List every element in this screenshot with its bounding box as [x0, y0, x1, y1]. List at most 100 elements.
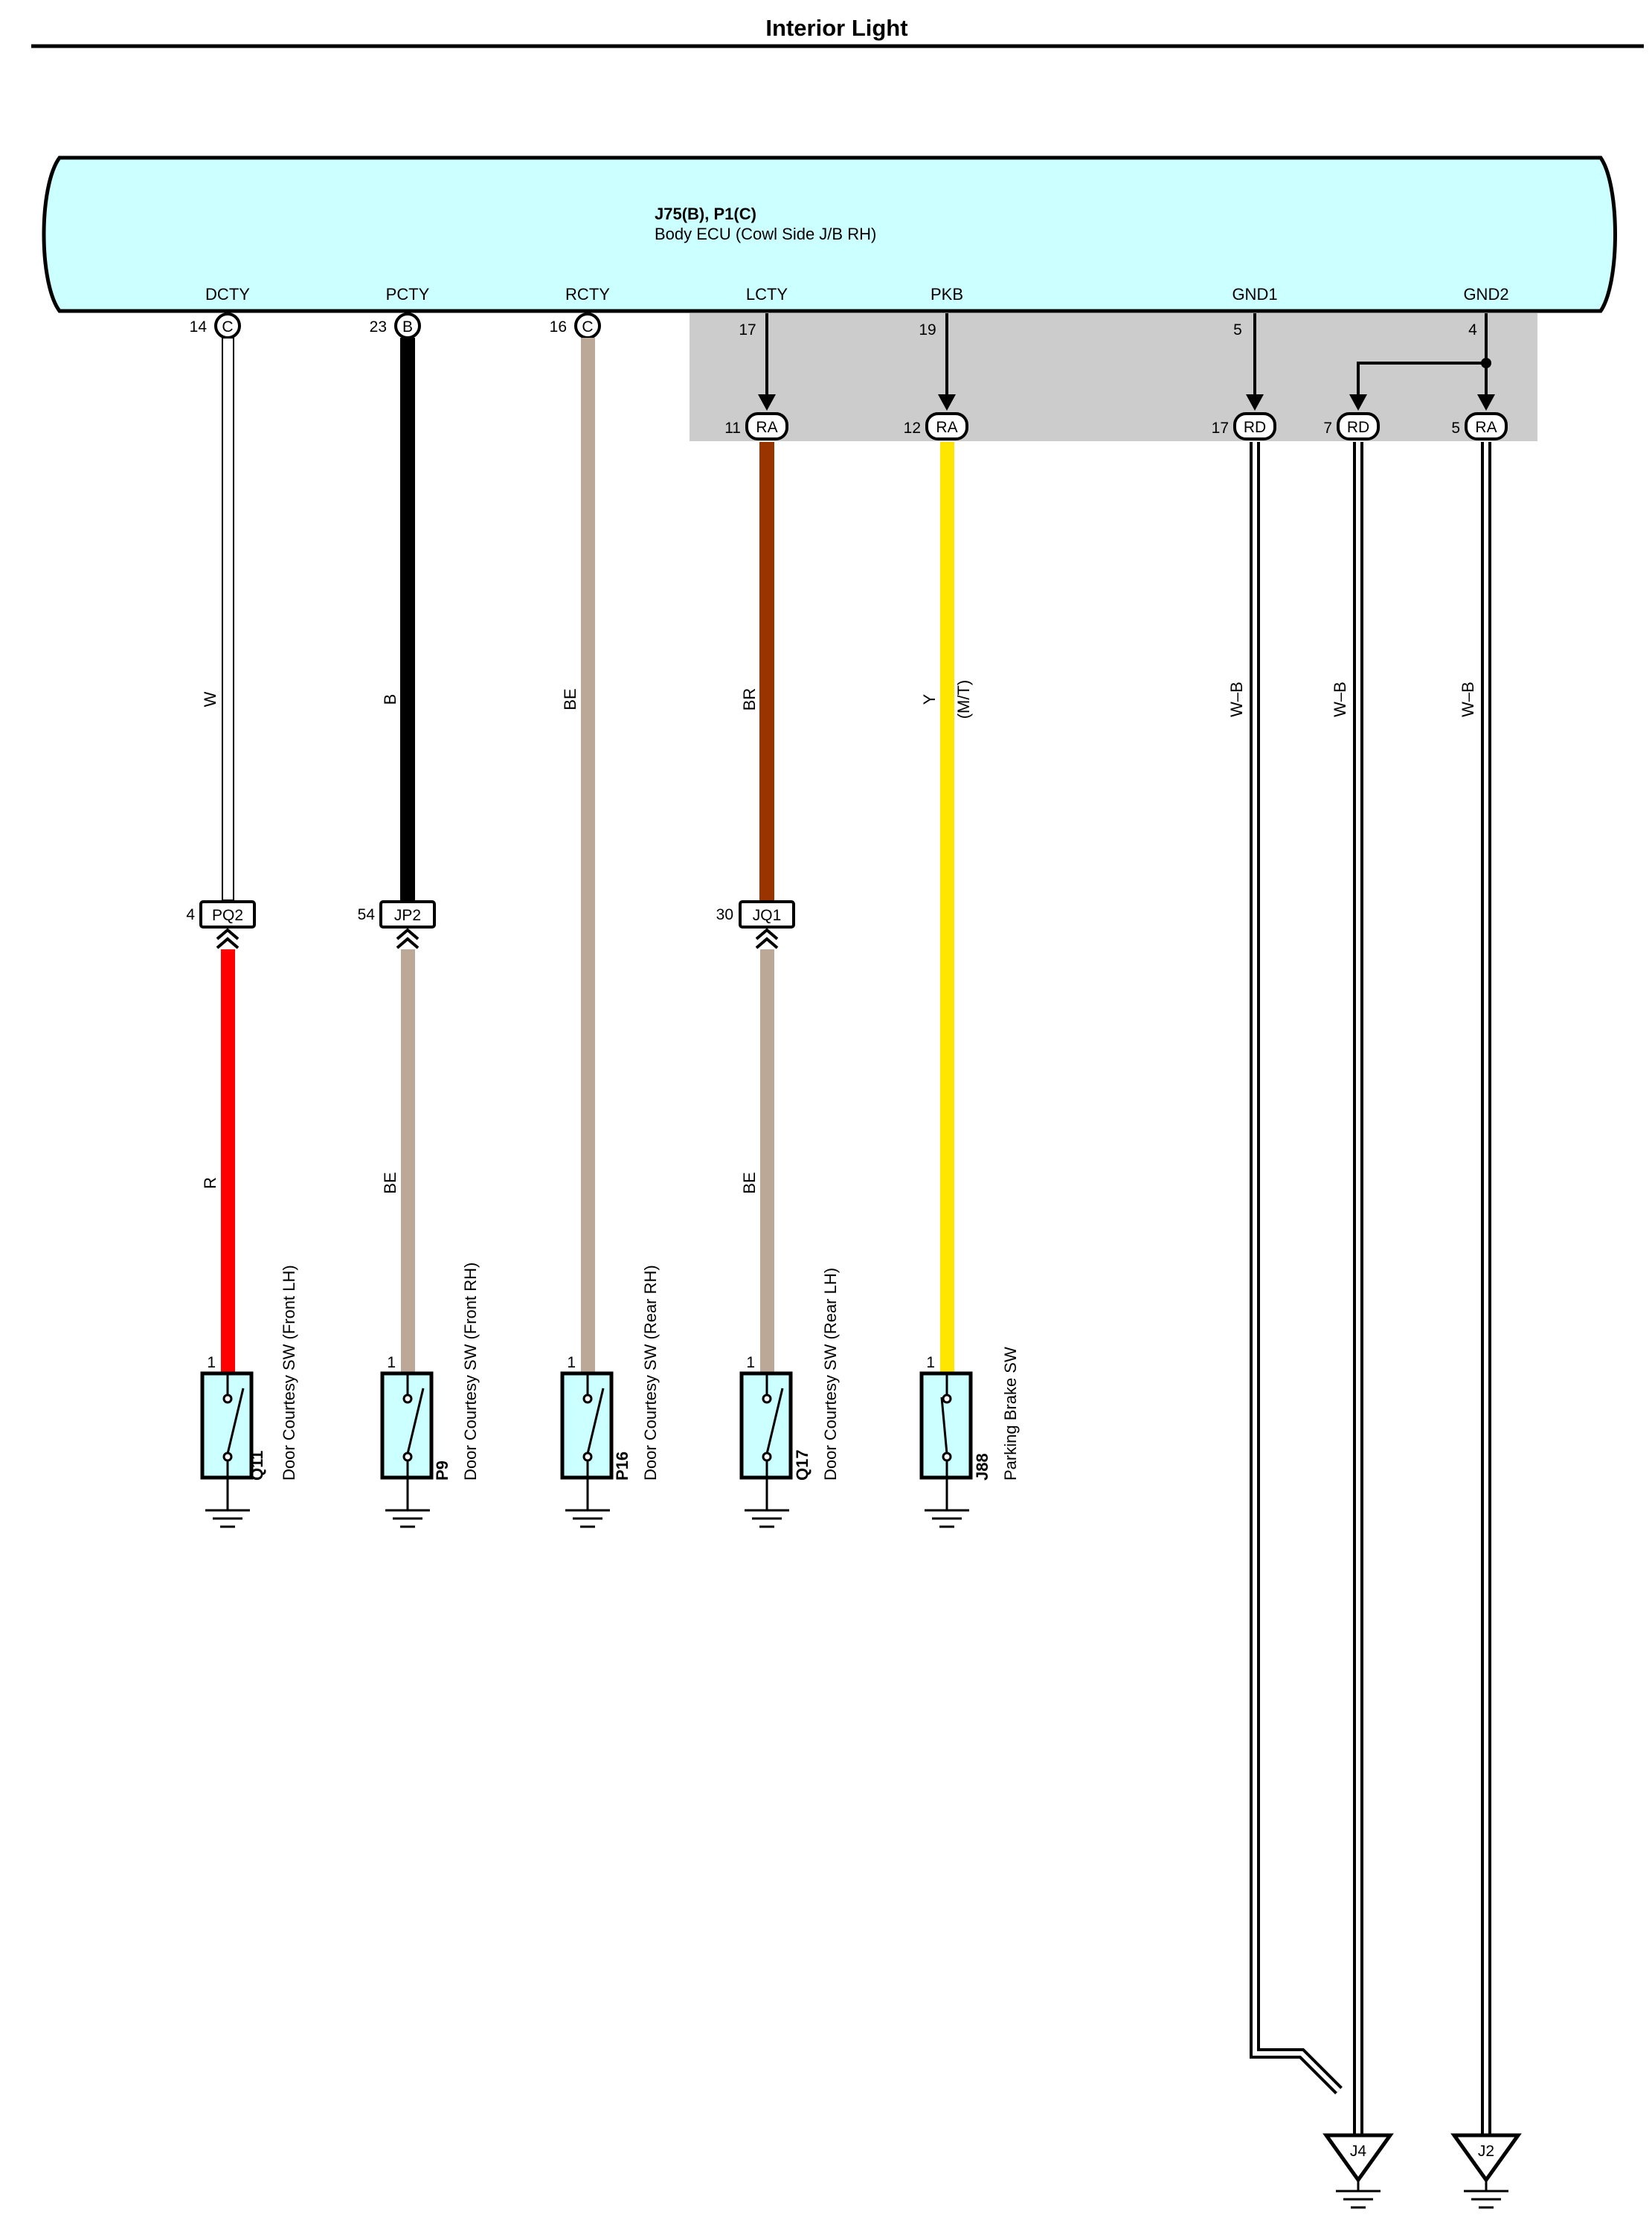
switch-contact: [940, 1396, 948, 1455]
inline-connector: [1337, 412, 1380, 440]
junction-pin: 30: [716, 906, 733, 923]
switch-pin: 1: [567, 1354, 576, 1371]
junction-code: JQ1: [753, 907, 782, 924]
arrow-down-icon: [1477, 394, 1495, 411]
wire-label: W–B: [1227, 682, 1246, 717]
wire-label: BR: [740, 688, 759, 711]
chevron-icon: [755, 937, 779, 949]
inline-pin: 12: [904, 420, 921, 437]
ground-triangle: [1322, 2133, 1394, 2184]
circuit-dcty: 14 C W 4 PQ2 R 1 Q11 Door Courtesy SW (F…: [186, 312, 298, 1528]
inline-connector-area: [690, 313, 1537, 441]
chevron-icon: [396, 928, 420, 940]
ground-triangle: [1450, 2133, 1522, 2184]
ground-icon: [565, 1509, 610, 1528]
wire-note: (M/T): [954, 680, 973, 719]
chevron-icon: [755, 928, 779, 940]
chevron-icon: [396, 937, 420, 949]
wire-label: R: [201, 1177, 219, 1189]
switch-contact: [586, 1388, 605, 1455]
component-code: P16: [613, 1452, 631, 1481]
circuit-gnd1: 5 17 RD W–B: [1212, 313, 1343, 2094]
switch-pin: 1: [207, 1354, 216, 1371]
switch-contact: [406, 1388, 425, 1455]
wire-wb-outer: [1250, 442, 1343, 2094]
inline-code: RA: [756, 419, 777, 436]
inline-code: RD: [1244, 419, 1266, 436]
inline-connector: [745, 412, 788, 440]
wire-label: W–B: [1331, 682, 1349, 717]
wire-beige: [760, 949, 774, 1373]
switch-contact: [226, 1388, 245, 1455]
diagram-title: Interior Light: [765, 15, 907, 41]
ground-icon: [1336, 2190, 1381, 2209]
inline-pin: 5: [1451, 420, 1460, 437]
inline-code: RA: [936, 419, 957, 436]
wire-beige: [401, 949, 415, 1373]
switch-pin: 1: [926, 1354, 935, 1371]
wire-label: BE: [740, 1172, 759, 1193]
ecu-box: [42, 155, 1617, 313]
inline-connector: [1233, 412, 1276, 440]
pin-name-pkb: PKB: [931, 285, 963, 304]
ground-point-j2: J2: [1450, 2133, 1522, 2209]
pin-name-dcty: DCTY: [205, 285, 250, 304]
inline-connector: [1465, 412, 1508, 440]
pin-number: 16: [550, 318, 567, 336]
ground-icon: [205, 1509, 250, 1528]
switch-contact: [765, 1388, 784, 1455]
ground-label: J2: [1478, 2143, 1494, 2160]
wire-white: [222, 337, 234, 901]
ground-icon: [385, 1509, 430, 1528]
switch-pin: 1: [746, 1354, 755, 1371]
wire-label: W–B: [1459, 682, 1477, 717]
connector-code: C: [222, 318, 233, 336]
arrow-down-icon: [758, 394, 776, 411]
arrow-down-icon: [1349, 394, 1367, 411]
pin-number: 4: [1468, 321, 1477, 339]
pin-number: 5: [1233, 321, 1242, 339]
chevron-icon: [216, 937, 240, 949]
chevron-icon: [216, 928, 240, 940]
connector-code: B: [402, 318, 413, 336]
junction-code: PQ2: [212, 907, 243, 924]
pin-name-gnd1: GND1: [1232, 285, 1277, 304]
component-name: Door Courtesy SW (Rear RH): [641, 1265, 660, 1481]
pin-number: 17: [739, 321, 756, 339]
ground-icon: [925, 1509, 969, 1528]
wire-label: BE: [561, 688, 579, 710]
wire-wb-inner: [1253, 442, 1341, 2093]
inline-pin: 17: [1212, 420, 1229, 437]
pin-name-pcty: PCTY: [386, 285, 430, 304]
arrow-down-icon: [1246, 394, 1264, 411]
connector-code: C: [582, 318, 593, 336]
component-code: P9: [433, 1460, 451, 1481]
circuit-pkb: 19 12 RA Y (M/T) 1 J88 Parking Brake SW: [904, 313, 1020, 1528]
inline-pin: 7: [1323, 420, 1332, 437]
pin-name-rcty: RCTY: [565, 285, 610, 304]
wire-black: [400, 338, 415, 900]
circuit-rcty: 16 C BE 1 P16 Door Courtesy SW (Rear RH): [550, 312, 660, 1528]
switch-pin: 1: [387, 1354, 396, 1371]
component-name: Door Courtesy SW (Front LH): [280, 1265, 298, 1481]
pin-number: 19: [919, 321, 936, 339]
arrow-down-icon: [938, 394, 956, 411]
ground-icon: [745, 1509, 789, 1528]
inline-pin: 11: [724, 420, 741, 437]
circuit-lcty: 17 11 RA BR 30 JQ1 BE 1 Q17 Door Courtes…: [716, 313, 840, 1528]
wire-yellow: [940, 442, 954, 1373]
ground-label: J4: [1350, 2143, 1367, 2160]
wire-label: Y: [920, 693, 939, 705]
ecu-code: J75(B), P1(C): [655, 205, 756, 223]
ground-point-j4: J4: [1322, 2133, 1394, 2209]
inline-code: RA: [1475, 419, 1497, 436]
component-code: Q11: [248, 1451, 266, 1481]
ecu-name: Body ECU (Cowl Side J/B RH): [655, 225, 876, 243]
wire-brown: [759, 442, 774, 900]
inline-connector: [925, 412, 968, 440]
wire-label: W: [201, 691, 219, 707]
pin-name-gnd2: GND2: [1463, 285, 1508, 304]
junction-connector: [379, 900, 436, 929]
junction-pin: 54: [358, 906, 376, 923]
junction-connector: [199, 900, 256, 929]
